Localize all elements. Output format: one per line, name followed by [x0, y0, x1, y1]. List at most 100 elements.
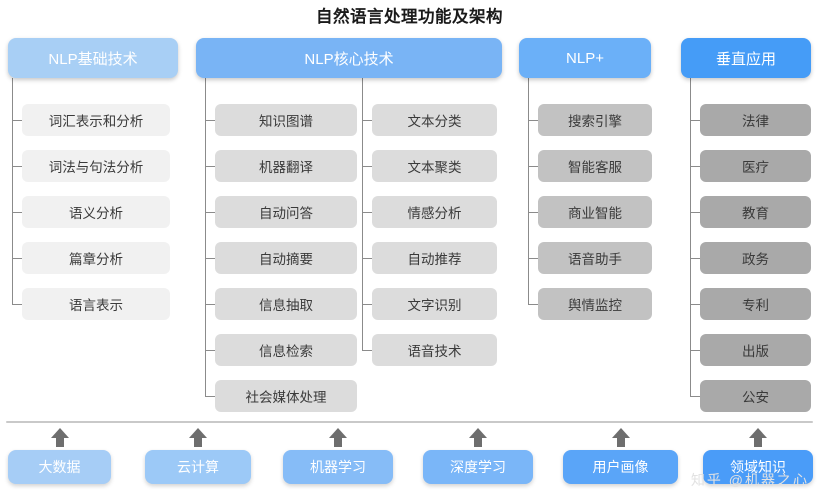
- item-label: 自动摘要: [259, 252, 313, 267]
- item-label: 文字识别: [407, 298, 462, 313]
- foundation-item[interactable]: 云计算: [145, 450, 251, 484]
- connector-branch: [690, 166, 700, 167]
- connector-branch: [690, 304, 700, 305]
- item-box[interactable]: 语音技术: [372, 334, 497, 366]
- arrow-shaft: [474, 436, 482, 447]
- item-box[interactable]: 教育: [700, 196, 811, 228]
- item-box[interactable]: 信息抽取: [215, 288, 357, 320]
- connector-branch: [205, 212, 215, 213]
- column-header-nlp-core[interactable]: NLP核心技术: [196, 38, 502, 78]
- foundation-item-label: 深度学习: [450, 459, 506, 475]
- item-box[interactable]: 语音助手: [538, 242, 652, 274]
- item-label: 专利: [742, 298, 769, 313]
- connector-branch: [205, 120, 215, 121]
- item-box[interactable]: 政务: [700, 242, 811, 274]
- item-box[interactable]: 词法与句法分析: [22, 150, 170, 182]
- item-box[interactable]: 舆情监控: [538, 288, 652, 320]
- connector-branch: [12, 212, 22, 213]
- item-label: 文本聚类: [407, 160, 462, 175]
- column-header-label: NLP基础技术: [48, 50, 138, 68]
- arrow-head: [189, 428, 207, 438]
- foundation-item[interactable]: 深度学习: [423, 450, 533, 484]
- item-box[interactable]: 词汇表示和分析: [22, 104, 170, 136]
- item-label: 出版: [742, 344, 769, 359]
- item-box[interactable]: 情感分析: [372, 196, 497, 228]
- item-label: 智能客服: [568, 160, 622, 175]
- foundation-item-label: 机器学习: [310, 459, 366, 475]
- connector-branch: [690, 396, 700, 397]
- foundation-item[interactable]: 领域知识: [703, 450, 813, 484]
- connector-trunk: [690, 78, 691, 396]
- connector-branch: [362, 258, 372, 259]
- item-label: 自动推荐: [407, 252, 462, 267]
- item-box[interactable]: 自动摘要: [215, 242, 357, 274]
- arrow-shaft: [334, 436, 342, 447]
- arrow-head: [329, 428, 347, 438]
- item-label: 教育: [742, 206, 769, 221]
- arrow-shaft: [616, 436, 625, 447]
- item-box[interactable]: 知识图谱: [215, 104, 357, 136]
- item-box[interactable]: 搜索引擎: [538, 104, 652, 136]
- item-box[interactable]: 社会媒体处理: [215, 380, 357, 412]
- watermark: 知乎 @机器之心: [690, 472, 809, 488]
- column-header-label: NLP核心技术: [304, 50, 394, 68]
- item-box[interactable]: 语义分析: [22, 196, 170, 228]
- foundation-item[interactable]: 用户画像: [563, 450, 678, 484]
- connector-branch: [205, 396, 215, 397]
- connector-branch: [362, 350, 372, 351]
- item-label: 知识图谱: [259, 114, 313, 129]
- connector-branch: [205, 304, 215, 305]
- item-box[interactable]: 语言表示: [22, 288, 170, 320]
- item-box[interactable]: 专利: [700, 288, 811, 320]
- item-box[interactable]: 机器翻译: [215, 150, 357, 182]
- item-label: 政务: [742, 252, 769, 267]
- connector-branch: [362, 212, 372, 213]
- connector-branch: [362, 304, 372, 305]
- item-label: 语义分析: [69, 206, 123, 221]
- foundation-item[interactable]: 大数据: [8, 450, 111, 484]
- foundation-item[interactable]: 机器学习: [283, 450, 393, 484]
- connector-branch: [12, 258, 22, 259]
- item-label: 篇章分析: [69, 252, 123, 267]
- item-box[interactable]: 信息检索: [215, 334, 357, 366]
- item-box[interactable]: 智能客服: [538, 150, 652, 182]
- connector-trunk: [362, 78, 363, 350]
- item-label: 信息检索: [259, 344, 313, 359]
- column-header-vertical-app[interactable]: 垂直应用: [681, 38, 811, 78]
- column-header-nlp-basic[interactable]: NLP基础技术: [8, 38, 178, 78]
- item-box[interactable]: 篇章分析: [22, 242, 170, 274]
- connector-branch: [12, 120, 22, 121]
- item-box[interactable]: 法律: [700, 104, 811, 136]
- item-label: 机器翻译: [259, 160, 313, 175]
- item-box[interactable]: 文本分类: [372, 104, 497, 136]
- column-header-label: NLP+: [566, 49, 604, 67]
- item-box[interactable]: 出版: [700, 334, 811, 366]
- item-label: 词汇表示和分析: [48, 114, 144, 129]
- item-box[interactable]: 文本聚类: [372, 150, 497, 182]
- connector-branch: [690, 258, 700, 259]
- connector-branch: [362, 166, 372, 167]
- item-box[interactable]: 医疗: [700, 150, 811, 182]
- connector-branch: [690, 350, 700, 351]
- connector-branch: [205, 258, 215, 259]
- item-box[interactable]: 自动问答: [215, 196, 357, 228]
- item-box[interactable]: 文字识别: [372, 288, 497, 320]
- connector-branch: [12, 166, 22, 167]
- foundation-item-label: 大数据: [38, 459, 81, 475]
- connector-branch: [12, 304, 22, 305]
- item-box[interactable]: 自动推荐: [372, 242, 497, 274]
- item-label: 自动问答: [259, 206, 313, 221]
- page-title: 自然语言处理功能及架构: [316, 8, 503, 26]
- connector-branch: [690, 120, 700, 121]
- arrow-shaft: [754, 436, 762, 447]
- arrow-head: [611, 428, 630, 438]
- column-header-label: 垂直应用: [715, 50, 776, 68]
- connector-trunk: [205, 78, 206, 396]
- arrow-shaft: [55, 436, 64, 447]
- connector-branch: [205, 350, 215, 351]
- item-box[interactable]: 公安: [700, 380, 811, 412]
- column-header-nlp-plus[interactable]: NLP+: [519, 38, 651, 78]
- arrow-head: [469, 428, 487, 438]
- item-box[interactable]: 商业智能: [538, 196, 652, 228]
- item-label: 情感分析: [407, 206, 462, 221]
